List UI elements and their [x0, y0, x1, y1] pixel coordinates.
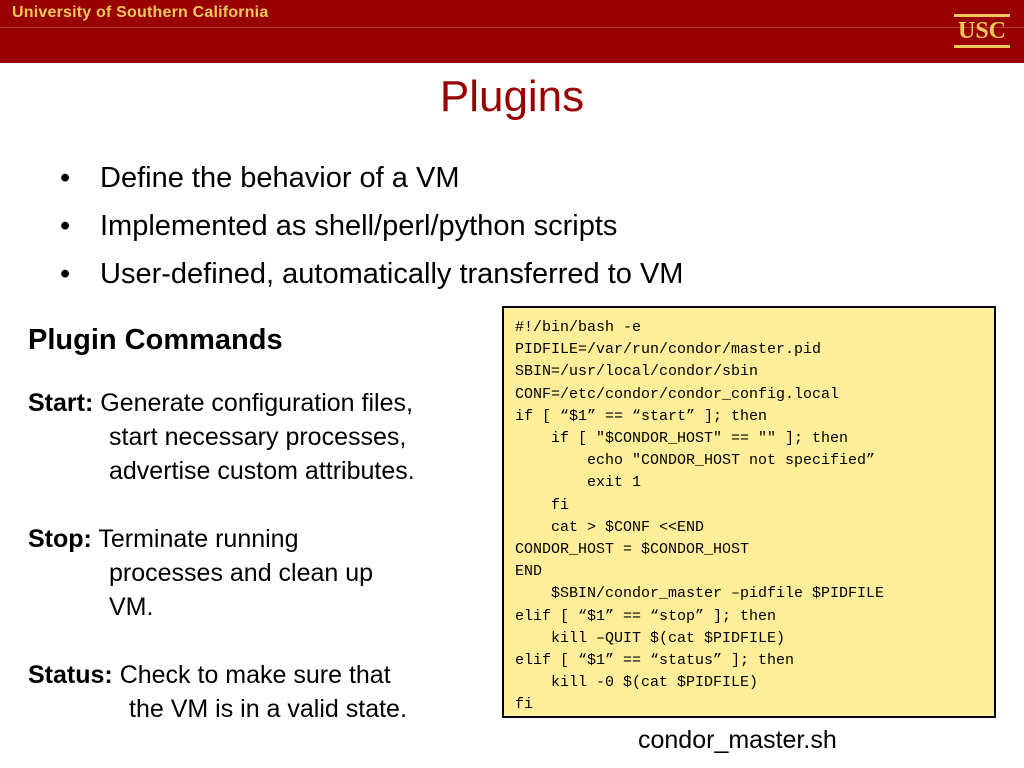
slide-title: Plugins: [439, 72, 585, 121]
command-start: Start: Generate configuration files, sta…: [28, 386, 415, 488]
code-line: $SBIN/condor_master –pidfile $PIDFILE: [515, 585, 885, 603]
code-line: elif [ “$1” == “stop” ]; then: [515, 607, 777, 625]
logo-bar-bottom: [954, 45, 1010, 48]
bullet-list: Define the behavior of a VM Implemented …: [60, 154, 683, 298]
command-stop-line: processes and clean up: [109, 559, 374, 587]
code-line: CONF=/etc/condor/condor_config.local: [515, 385, 840, 403]
command-stop-label: Stop:: [28, 525, 92, 553]
bullet-item: Implemented as shell/perl/python scripts: [60, 202, 683, 250]
code-caption: condor_master.sh: [638, 726, 837, 754]
usc-logo: USC: [954, 14, 1010, 48]
bullet-item: Define the behavior of a VM: [60, 154, 683, 202]
command-stop-line: VM.: [109, 593, 154, 621]
code-line: elif [ “$1” == “status” ]; then: [515, 652, 795, 670]
code-line: #!/bin/bash -e: [515, 319, 642, 336]
code-line: kill –QUIT $(cat $PIDFILE): [515, 629, 786, 647]
university-name: University of Southern California: [12, 4, 269, 21]
code-line: exit 1: [515, 474, 642, 492]
command-stop: Stop: Terminate running processes and cl…: [28, 522, 373, 624]
commands-heading: Plugin Commands: [28, 324, 283, 356]
code-line: cat > $CONF <<END: [515, 518, 705, 536]
command-start-line: Generate configuration files,: [100, 389, 413, 417]
code-line: if [ “$1” == “start” ]; then: [515, 407, 768, 425]
command-stop-line: Terminate running: [98, 525, 299, 553]
code-line: fi: [515, 696, 534, 714]
code-line: echo "CONDOR_HOST not specified”: [515, 452, 876, 470]
command-status: Status: Check to make sure that the VM i…: [28, 658, 407, 726]
bullet-item: User-defined, automatically transferred …: [60, 250, 683, 298]
code-listing: #!/bin/bash -e PIDFILE=/var/run/condor/ma…: [502, 306, 996, 718]
command-status-label: Status:: [28, 661, 113, 689]
code-line: if [ "$CONDOR_HOST" == "" ]; then: [515, 430, 849, 448]
code-line: SBIN=/usr/local/condor/sbin: [515, 363, 759, 381]
header-banner: University of Southern California USC: [0, 0, 1024, 63]
code-line: fi: [515, 496, 570, 514]
command-start-label: Start:: [28, 389, 94, 417]
command-start-line: advertise custom attributes.: [109, 457, 415, 485]
logo-text: USC: [957, 18, 1006, 44]
command-status-line: the VM is in a valid state.: [129, 695, 407, 723]
command-start-line: start necessary processes,: [109, 423, 407, 451]
logo-bar-top: [954, 14, 1010, 17]
code-line: END: [515, 563, 543, 581]
command-status-line: Check to make sure that: [119, 661, 391, 689]
code-line: kill -0 $(cat $PIDFILE): [515, 674, 759, 692]
banner-divider: [0, 27, 1024, 28]
code-line: CONDOR_HOST = $CONDOR_HOST: [515, 541, 750, 559]
code-line: PIDFILE=/var/run/condor/master.pid: [515, 341, 822, 359]
